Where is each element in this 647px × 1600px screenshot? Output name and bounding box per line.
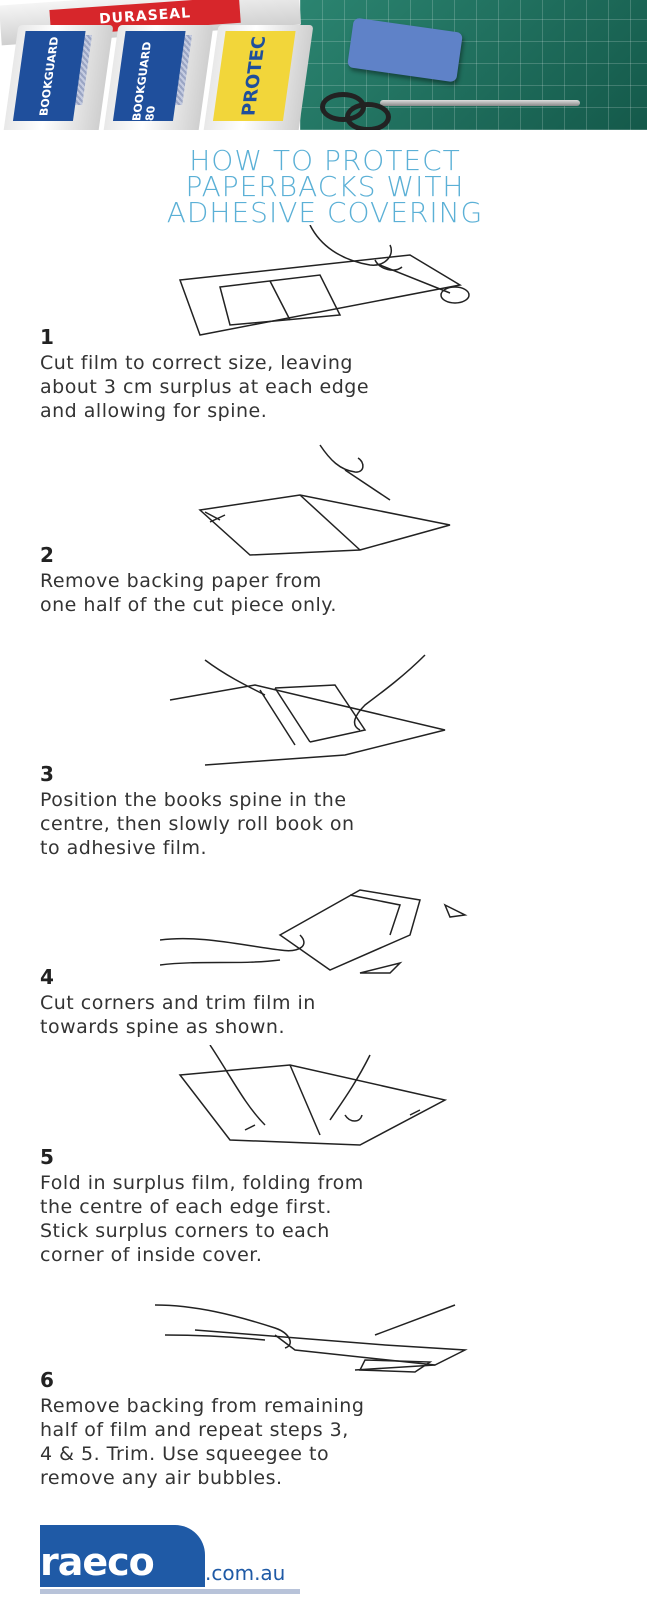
- step-3: 3 Position the books spine in the centre…: [40, 762, 630, 860]
- logo-name: raeco: [40, 1540, 155, 1584]
- step-2-illustration: [190, 440, 460, 560]
- step-6-illustration: [155, 1290, 475, 1385]
- protec-roll: PROTEC: [201, 25, 314, 130]
- step-5-illustration: [170, 1045, 460, 1150]
- step-5: 5 Fold in surplus film, folding from the…: [40, 1145, 630, 1267]
- step-4-illustration: [160, 875, 480, 985]
- step-1-illustration: [170, 225, 480, 340]
- step-text: Cut film to correct size, leaving about …: [40, 352, 370, 422]
- step-number: 1: [40, 325, 54, 349]
- step-4: 4 Cut corners and trim film in towards s…: [40, 965, 630, 1039]
- title-line: ADHESIVE COVERING: [166, 196, 484, 229]
- step-3-illustration: [165, 650, 465, 770]
- step-number: 5: [40, 1145, 54, 1169]
- page-title: HOW TO PROTECT PAPERBACKS WITH ADHESIVE …: [30, 144, 620, 229]
- header-photo: DURASEAL BOOKGUARD BOOKGUARD 80 PROTEC: [0, 0, 647, 130]
- step-text: Cut corners and trim film in towards spi…: [40, 992, 316, 1038]
- roll-label: BOOKGUARD 80: [112, 31, 186, 121]
- raeco-logo: [40, 1525, 205, 1587]
- step-2: 2 Remove backing paper from one half of …: [40, 543, 630, 617]
- step-number: 6: [40, 1368, 54, 1392]
- step-1: 1 Cut film to correct size, leaving abou…: [40, 325, 630, 423]
- scissors-handle: [345, 102, 391, 130]
- step-text: Remove backing from remaining half of fi…: [40, 1395, 365, 1489]
- step-number: 4: [40, 965, 54, 989]
- scissors-image: [380, 100, 580, 106]
- title-line: HOW TO PROTECT: [189, 144, 461, 177]
- step-text: Remove backing paper from one half of th…: [40, 570, 337, 616]
- roll-label: BOOKGUARD: [12, 31, 86, 121]
- bookguard-roll: BOOKGUARD: [1, 25, 114, 130]
- logo-tagline: [40, 1589, 300, 1594]
- step-6: 6 Remove backing from remaining half of …: [40, 1368, 630, 1490]
- step-number: 2: [40, 543, 54, 567]
- step-text: Fold in surplus film, folding from the c…: [40, 1172, 364, 1266]
- logo-domain: .com.au: [205, 1561, 286, 1585]
- roll-label: PROTEC: [212, 31, 296, 121]
- bookguard-80-roll: BOOKGUARD 80: [101, 25, 214, 130]
- title-line: PAPERBACKS WITH: [185, 170, 465, 203]
- step-number: 3: [40, 762, 54, 786]
- step-text: Position the books spine in the centre, …: [40, 789, 355, 859]
